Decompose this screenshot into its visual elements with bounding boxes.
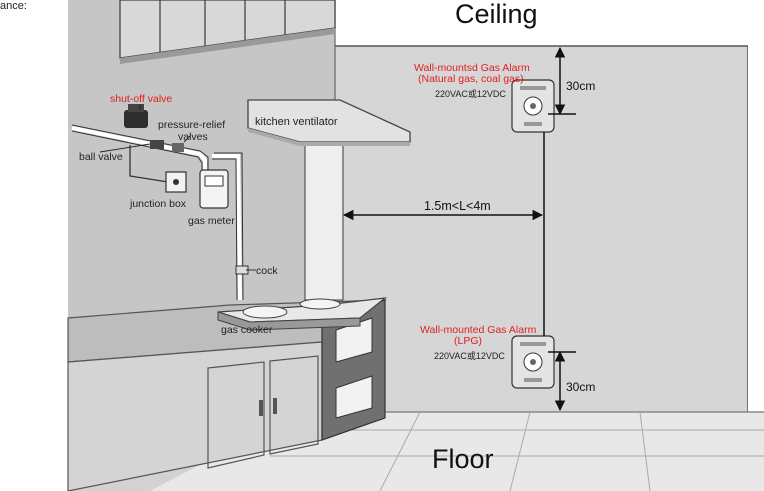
ceiling-label: Ceiling [455,0,538,29]
alarm-top-gas: (Natural gas, coal gas) [418,73,524,85]
gas-meter-label: gas meter [188,215,235,227]
ball-valve-label: ball valve [79,151,123,163]
top-cut-text: ance: [0,0,27,12]
ventilator-duct [304,139,344,301]
shut-off-valve [124,110,148,128]
pressure-relief-valve-icon [172,143,184,152]
shut-off-valve-label: shut-off valve [110,93,173,105]
gas-alarm-top-device [511,79,555,133]
gas-alarm-bottom-device [511,335,555,389]
alarm-bottom-title: Wall-mounted Gas Alarm [420,324,537,336]
alarm-top-dimension: 30cm [566,79,596,93]
ball-valve-icon [150,140,164,149]
pressure-relief-label-line2: valves [178,131,208,143]
gas-cooker-label: gas cooker [221,324,273,336]
alarm-top-power: 220VAC或12VDC [435,89,506,99]
alarm-top-title: Wall-mountsd Gas Alarm [414,62,530,74]
right-wall [335,46,748,412]
alarm-bottom-gas: (LPG) [454,335,483,347]
floor-tiles [270,411,764,491]
pressure-relief-label-line1: pressure-relief [158,119,226,131]
distance-label: 1.5m<L<4m [424,199,491,213]
kitchen-ventilator-label: kitchen ventilator [255,116,338,128]
upper-cabinets [119,0,336,59]
floor-label: Floor [432,444,494,474]
cock-label: cock [256,265,278,277]
alarm-bottom-power: 220VAC或12VDC [434,351,505,361]
junction-box-label: junction box [130,198,187,210]
ceiling-band [335,0,764,46]
alarm-bottom-dimension: 30cm [566,380,596,394]
